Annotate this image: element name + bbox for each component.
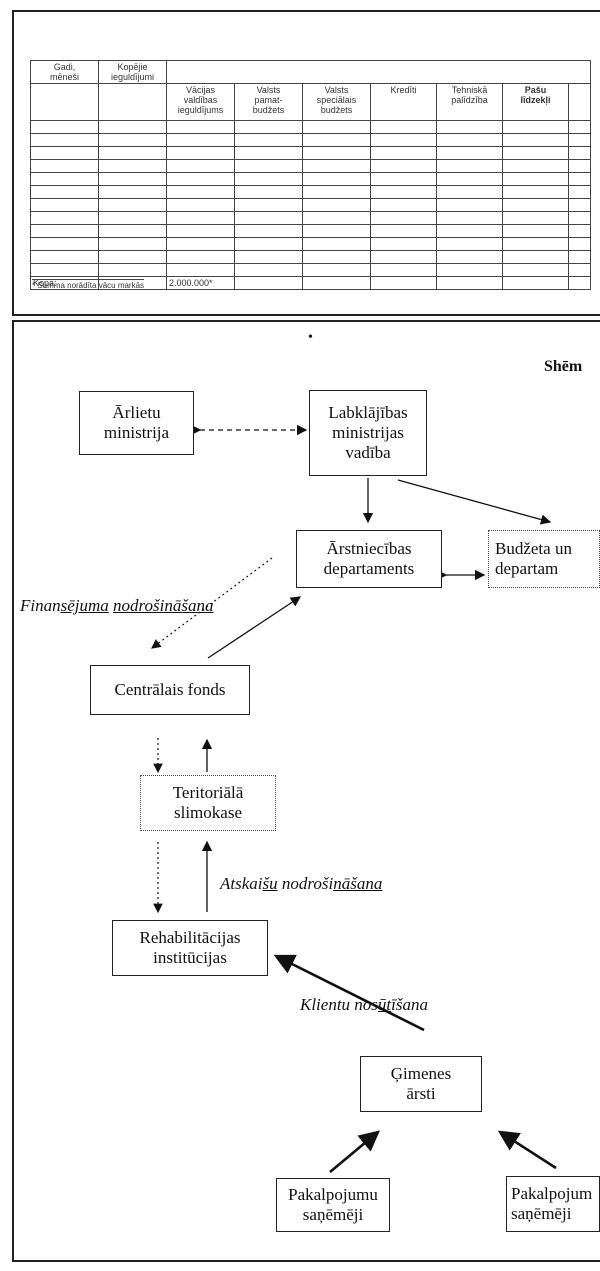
box-teritoriala-slimokase: Teritoriālā slimokase	[140, 775, 276, 831]
total-value: 2.000.000*	[166, 276, 235, 290]
label-atskaisu-nodrosinasana: Atskaišu nodrošināšana	[220, 874, 383, 893]
table-row	[30, 120, 592, 134]
table-panel: Gadi, mēneši Kopējie ieguldījumi Vācijas…	[12, 10, 600, 316]
label-klientu-nosutisana: Klientu nosūtīšana	[300, 995, 428, 1014]
arrow-pak-left-gimenes	[329, 1130, 380, 1173]
box-arstniecibas-departaments: Ārstniecības departaments	[296, 530, 442, 588]
arrow-labklajibas-budzeta	[397, 479, 552, 525]
label-finansejuma-nodrosinasana: Finansējuma nodrošināšana	[20, 596, 214, 615]
table-row	[30, 250, 592, 264]
arrow-arstniecibas-centralais	[151, 557, 273, 649]
box-gimenes-arsti: Ģimenes ārsti	[360, 1056, 482, 1112]
stray-mark: •	[308, 330, 313, 345]
diagram-panel	[12, 320, 600, 1262]
col-header-state-special: Valsts speciālais budžets	[302, 83, 371, 121]
table-row	[30, 133, 592, 147]
col-header-total: Kopējie ieguldījumi	[98, 60, 167, 84]
col-header-own-funds: Pašu līdzekļi	[502, 83, 569, 121]
table-row	[30, 224, 592, 238]
box-budzeta-departaments: Budžeta un departam	[488, 530, 600, 588]
arrow-pak-right-gimenes	[497, 1130, 557, 1170]
col-header-state-base: Valsts pamat- budžets	[234, 83, 303, 121]
box-centralais-fonds: Centrālais fonds	[90, 665, 250, 715]
box-pakalpojumu-sanemeji-right: Pakalpojum saņēmēji	[506, 1176, 600, 1232]
investment-table: Gadi, mēneši Kopējie ieguldījumi Vācijas…	[30, 60, 592, 290]
box-rehabilitacijas-institucijas: Rehabilitācijas institūcijas	[112, 920, 268, 976]
box-labklajibas-vadiba: Labklājības ministrijas vadība	[309, 390, 427, 476]
table-row	[30, 237, 592, 251]
table-row	[30, 185, 592, 199]
scheme-label: Shēm	[544, 358, 583, 375]
arrow-gimenes-rehab	[273, 954, 425, 1032]
header-blank	[165, 60, 592, 84]
table-row	[30, 263, 592, 277]
col-header-credits: Kredīti	[370, 83, 437, 121]
arrow-centralais-arstniecibas	[207, 596, 302, 659]
table-body	[30, 120, 592, 277]
box-pakalpojumu-sanemeji-left: Pakalpojumu saņēmēji	[276, 1178, 390, 1232]
box-arlietu-ministrija: Ārlietu ministrija	[79, 391, 194, 455]
table-footnote: * Summa norādīta vācu markās	[32, 279, 145, 290]
